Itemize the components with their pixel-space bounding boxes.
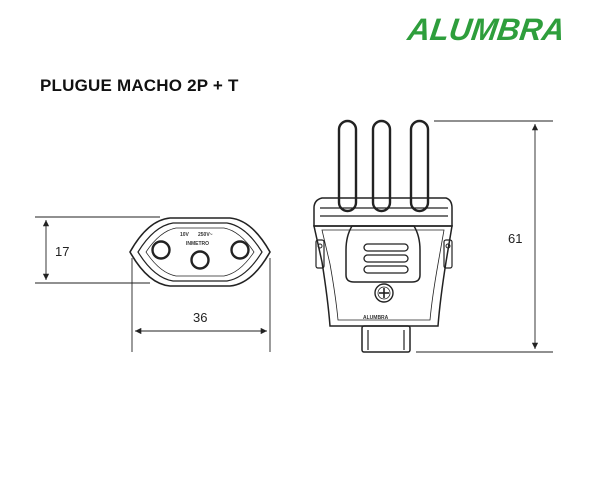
pin-left — [337, 119, 358, 213]
plug-face-outline — [129, 217, 271, 287]
grip-rib-2 — [363, 254, 409, 263]
page-title: PLUGUE MACHO 2P + T — [40, 76, 239, 95]
side-tab-right — [443, 239, 453, 269]
screw — [374, 283, 394, 303]
body-main — [313, 225, 453, 327]
side-dimensions — [416, 120, 553, 353]
cable-exit — [361, 325, 411, 353]
side-height-label: 61 — [508, 231, 522, 246]
grip-rib-1 — [363, 243, 409, 252]
face-marking-current: 250V~ — [198, 232, 213, 238]
grip-window — [345, 225, 421, 283]
plug-face-inner — [137, 222, 263, 282]
body-marking: ALUMBRA — [363, 315, 389, 321]
front-view — [129, 217, 271, 287]
pin-hole-ground — [190, 250, 210, 270]
body-inner — [321, 229, 445, 321]
front-width-label: 36 — [193, 310, 207, 325]
front-height-label: 17 — [55, 244, 69, 259]
plug-face-inner-2 — [145, 227, 255, 277]
face-marking-voltage: 10V — [180, 232, 190, 238]
pin-center — [371, 119, 392, 213]
pin-hole-right — [230, 240, 250, 260]
side-view — [313, 119, 453, 353]
front-dimensions — [35, 216, 271, 352]
grip-rib-3 — [363, 265, 409, 274]
pin-right — [409, 119, 430, 213]
side-tab-left — [315, 239, 325, 269]
face-marking-certification: INMETRO — [186, 241, 209, 247]
pin-hole-left — [151, 240, 171, 260]
